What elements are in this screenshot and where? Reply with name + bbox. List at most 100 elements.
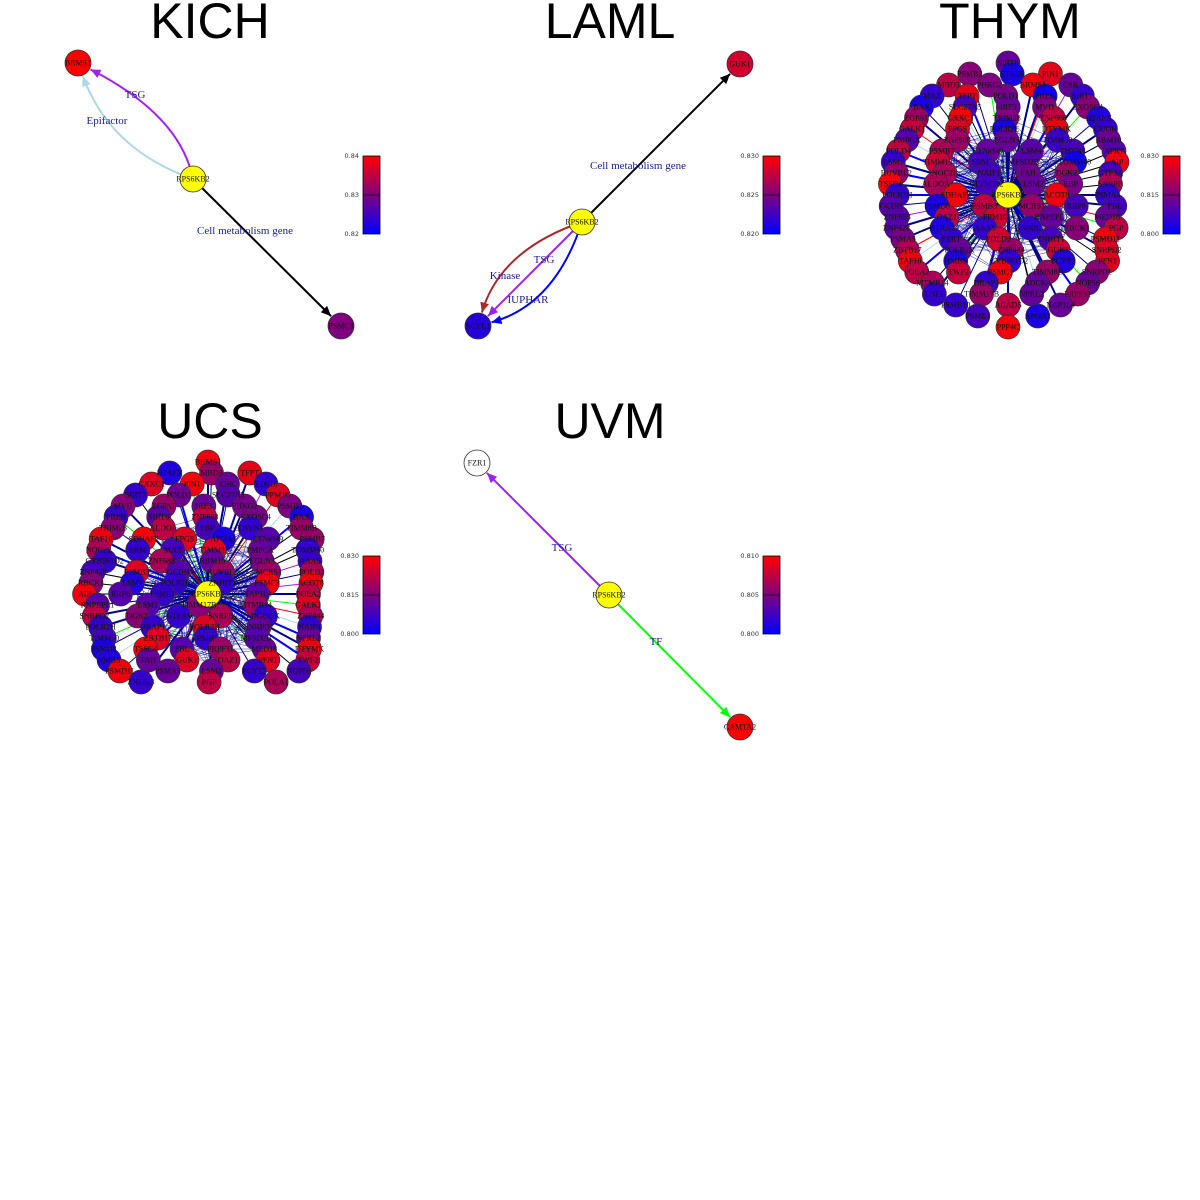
gene-node bbox=[943, 182, 969, 208]
node-label: PGP bbox=[202, 678, 217, 687]
node-label: CXXC1 bbox=[138, 480, 164, 489]
node-label: IRF3 bbox=[196, 502, 212, 511]
colorbar-tick-label: 0.805 bbox=[740, 591, 759, 599]
node-label: TRIM28 bbox=[99, 524, 127, 533]
gene-node bbox=[946, 259, 971, 285]
gene-node bbox=[166, 603, 191, 629]
node-label: DRAP1 bbox=[140, 623, 165, 632]
node-label: POLD2 bbox=[299, 568, 324, 577]
node-label: LSM2 bbox=[201, 667, 221, 676]
node-label: POLD1 bbox=[993, 92, 1018, 101]
node-label: AAAS bbox=[974, 224, 996, 233]
node-label: PSMB7 bbox=[300, 535, 325, 544]
colorbar-tick-label: 0.800 bbox=[1140, 230, 1159, 238]
node-label: ZNF688 bbox=[148, 557, 175, 566]
gene-node bbox=[174, 647, 200, 673]
node-label: SCYL1 bbox=[466, 322, 490, 331]
node-label: ZGPAT bbox=[904, 114, 928, 123]
node-label: PSMC1 bbox=[988, 268, 1013, 277]
node-label: RNPEPL1 bbox=[1035, 213, 1069, 222]
gene-node bbox=[995, 314, 1021, 340]
node-label: TAF10 bbox=[90, 535, 112, 544]
node-label: CXXC1 bbox=[948, 114, 974, 123]
node-label: GUK1 bbox=[729, 60, 750, 69]
node-label: NPRL2 bbox=[296, 634, 320, 643]
node-label: NOC2L bbox=[86, 546, 112, 555]
node-label: STK16 bbox=[1001, 70, 1024, 79]
node-label: APOA1 bbox=[211, 535, 237, 544]
node-layer bbox=[72, 449, 325, 695]
node-label: CSK bbox=[220, 480, 236, 489]
node-label: HMBS bbox=[98, 656, 121, 665]
colorbar-tick-label: 0.800 bbox=[340, 630, 359, 638]
network-laml: Cell metabolism geneKinaseTSGIUPHARRPS6K… bbox=[464, 50, 754, 340]
node-label: ALDOA bbox=[922, 180, 950, 189]
node-label: GUOK bbox=[1094, 125, 1117, 134]
edge-label: Kinase bbox=[490, 270, 521, 282]
edge-iuphar bbox=[491, 221, 583, 324]
node-label: SRM bbox=[972, 158, 989, 167]
node-label: POLR3H bbox=[882, 191, 912, 200]
node-label: STK16 bbox=[254, 480, 277, 489]
gene-node bbox=[157, 460, 183, 486]
node-label: PSMD11 bbox=[1091, 235, 1121, 244]
node-label: EGLN3 bbox=[249, 557, 274, 566]
node-label: PSMB7 bbox=[929, 147, 954, 156]
node-label: SNRPB bbox=[208, 612, 233, 621]
node-label: AIP bbox=[78, 590, 91, 599]
node-label: OAZ1 bbox=[937, 213, 957, 222]
edge bbox=[157, 560, 213, 639]
node-label: PSMC3 bbox=[328, 322, 353, 331]
node-label: ADCK4 bbox=[1024, 279, 1051, 288]
node-label: SLC27A5 bbox=[949, 103, 981, 112]
node-label: MBD3 bbox=[937, 81, 959, 90]
node-label: PSMB2 bbox=[277, 502, 302, 511]
node-label: FBL bbox=[175, 645, 190, 654]
edge-tf bbox=[608, 594, 731, 718]
node-label: GCDH bbox=[167, 568, 190, 577]
edge-label: Epifactor bbox=[87, 115, 128, 127]
node-label: FAH bbox=[1020, 169, 1036, 178]
node-label: THYN1 bbox=[237, 524, 263, 533]
node-label: PREB bbox=[106, 513, 126, 522]
hub-label: RPS6KB2 bbox=[191, 590, 224, 599]
node-label: FPGS bbox=[948, 125, 967, 134]
node-label: ZNF444 bbox=[998, 246, 1025, 255]
node-label: PCYT2 bbox=[1051, 257, 1075, 266]
gene-node bbox=[135, 647, 161, 673]
node-label: PREB bbox=[1035, 92, 1055, 101]
node-label: RPS6KB2 bbox=[176, 175, 209, 184]
colorbar-tick-label: 0.830 bbox=[1140, 152, 1159, 160]
node-label: ZNF688 bbox=[944, 136, 971, 145]
node-label: PRPF31 bbox=[207, 645, 234, 654]
node-label: EGLN3 bbox=[994, 136, 1019, 145]
arrowhead-icon bbox=[491, 315, 503, 325]
edge-label: TF bbox=[650, 636, 663, 648]
gene-node bbox=[1064, 215, 1090, 241]
node-label: GUK1 bbox=[1048, 246, 1069, 255]
node-label: ZNF653 bbox=[884, 213, 911, 222]
colorbar-tick-label: 0.825 bbox=[740, 191, 759, 199]
gene-node bbox=[1017, 215, 1043, 241]
node-label: LSM2 bbox=[1023, 180, 1043, 189]
node-label: TIMM8B bbox=[1032, 268, 1063, 277]
node-label: MTMR14 bbox=[240, 601, 272, 610]
hub-node bbox=[994, 181, 1022, 209]
node-label: PFN1 bbox=[1098, 257, 1117, 266]
node-label: RUVBL2 bbox=[881, 169, 912, 178]
node-label: DTYMK bbox=[1042, 125, 1072, 134]
edge bbox=[935, 172, 1067, 185]
node-label: ZNF428 bbox=[883, 224, 910, 233]
node-label: PSMD11 bbox=[105, 667, 135, 676]
node-label: CAMTA2 bbox=[724, 723, 756, 732]
node-label: MED18 bbox=[1094, 213, 1120, 222]
node-label: NAP1L4 bbox=[1046, 301, 1075, 310]
gene-node bbox=[1025, 303, 1051, 329]
node-label: PMPCA bbox=[247, 546, 274, 555]
node-label: SIRT7 bbox=[1072, 92, 1093, 101]
node-label: RBCK1 bbox=[78, 579, 104, 588]
edge bbox=[937, 150, 1073, 163]
